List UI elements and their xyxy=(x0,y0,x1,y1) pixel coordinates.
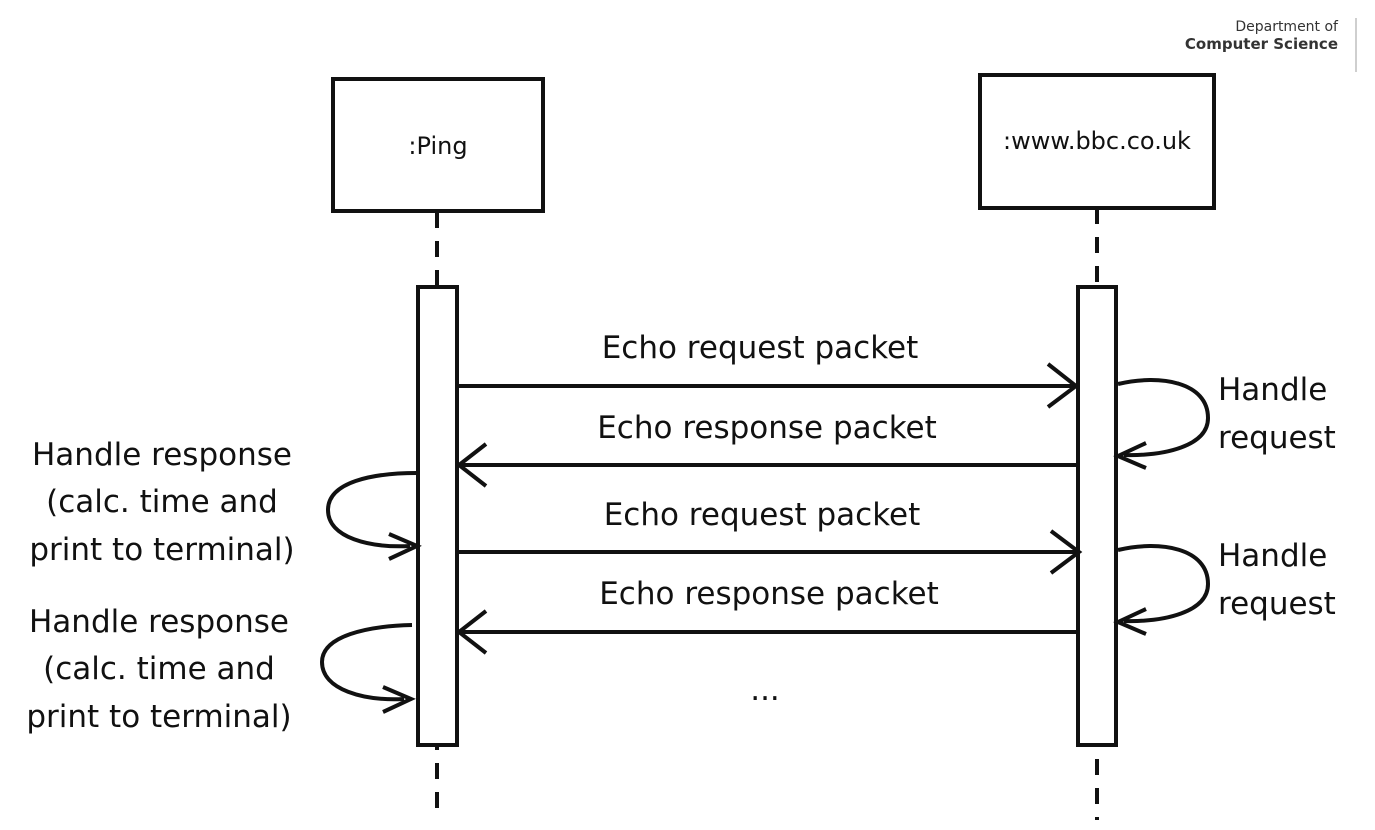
message-response-1-label: Echo response packet xyxy=(597,410,937,446)
server-activation-bar xyxy=(1076,285,1118,747)
continuation-ellipsis: ... xyxy=(750,672,780,708)
message-request-2: Echo request packet xyxy=(458,497,1083,575)
ping-self-call-2 xyxy=(319,623,416,714)
department-label: Department of xyxy=(1235,19,1338,35)
message-response-2-label: Echo response packet xyxy=(599,576,939,612)
server-object-label: :www.bbc.co.uk xyxy=(1003,127,1191,155)
ping-object-label: :Ping xyxy=(408,132,467,160)
message-request-2-label: Echo request packet xyxy=(604,497,921,533)
server-note-2-line2: request xyxy=(1218,586,1336,622)
client-note-1-line3: print to terminal) xyxy=(29,532,294,568)
client-note-2-line2: (calc. time and xyxy=(43,651,275,687)
server-self-call-2 xyxy=(1113,544,1211,636)
client-note-1-line2: (calc. time and xyxy=(46,484,278,520)
server-note-2-line1: Handle xyxy=(1218,538,1327,574)
server-object: :www.bbc.co.uk xyxy=(978,73,1216,210)
message-request-1-label: Echo request packet xyxy=(602,330,919,366)
ping-object: :Ping xyxy=(331,77,545,213)
server-note-1-line1: Handle xyxy=(1218,372,1327,408)
client-note-2-line1: Handle response xyxy=(29,604,289,640)
ping-self-call-1 xyxy=(325,471,422,561)
message-request-1: Echo request packet xyxy=(458,330,1080,409)
header-divider xyxy=(1355,18,1357,72)
message-response-2: Echo response packet xyxy=(455,576,1077,655)
department-name: Computer Science xyxy=(1184,35,1338,53)
department-logo: Department of Computer Science xyxy=(1185,19,1338,53)
client-note-1-line1: Handle response xyxy=(32,437,292,473)
server-self-call-1 xyxy=(1113,378,1211,470)
message-response-1: Echo response packet xyxy=(455,410,1077,488)
client-note-2-line3: print to terminal) xyxy=(26,699,291,735)
ping-activation-bar xyxy=(416,285,459,747)
server-note-1-line2: request xyxy=(1218,420,1336,456)
